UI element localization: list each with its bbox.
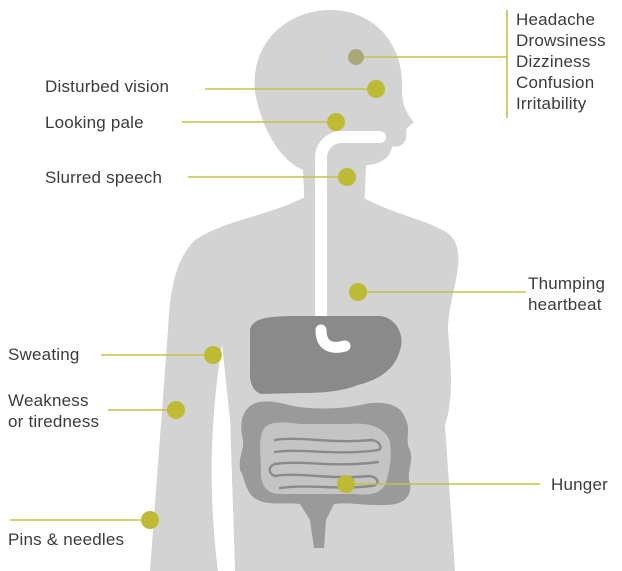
pins-needles-label: Pins & needles bbox=[8, 529, 124, 550]
sweating-label: Sweating bbox=[8, 344, 80, 365]
symptom-drowsiness: Drowsiness bbox=[516, 30, 606, 51]
heartbeat-line-2: heartbeat bbox=[528, 294, 605, 315]
head-symptoms-label: Headache Drowsiness Dizziness Confusion … bbox=[516, 9, 606, 114]
symptom-headache: Headache bbox=[516, 9, 606, 30]
marker-pins bbox=[141, 511, 159, 529]
weakness-line-2: or tiredness bbox=[8, 411, 99, 432]
marker-head bbox=[348, 49, 364, 65]
disturbed-vision-label: Disturbed vision bbox=[45, 76, 169, 97]
hunger-label: Hunger bbox=[551, 474, 608, 495]
marker-pale bbox=[327, 113, 345, 131]
symptom-dizziness: Dizziness bbox=[516, 51, 606, 72]
marker-heartbeat bbox=[349, 283, 367, 301]
looking-pale-label: Looking pale bbox=[45, 112, 144, 133]
marker-weakness bbox=[167, 401, 185, 419]
slurred-speech-label: Slurred speech bbox=[45, 167, 162, 188]
marker-speech bbox=[338, 168, 356, 186]
thumping-heartbeat-label: Thumping heartbeat bbox=[528, 273, 605, 315]
weakness-label: Weakness or tiredness bbox=[8, 390, 99, 432]
heartbeat-line-1: Thumping bbox=[528, 273, 605, 294]
symptom-irritability: Irritability bbox=[516, 93, 606, 114]
marker-sweating bbox=[204, 346, 222, 364]
weakness-line-1: Weakness bbox=[8, 390, 99, 411]
head-silhouette bbox=[255, 10, 414, 215]
marker-hunger bbox=[337, 475, 355, 493]
marker-vision bbox=[367, 80, 385, 98]
symptom-confusion: Confusion bbox=[516, 72, 606, 93]
